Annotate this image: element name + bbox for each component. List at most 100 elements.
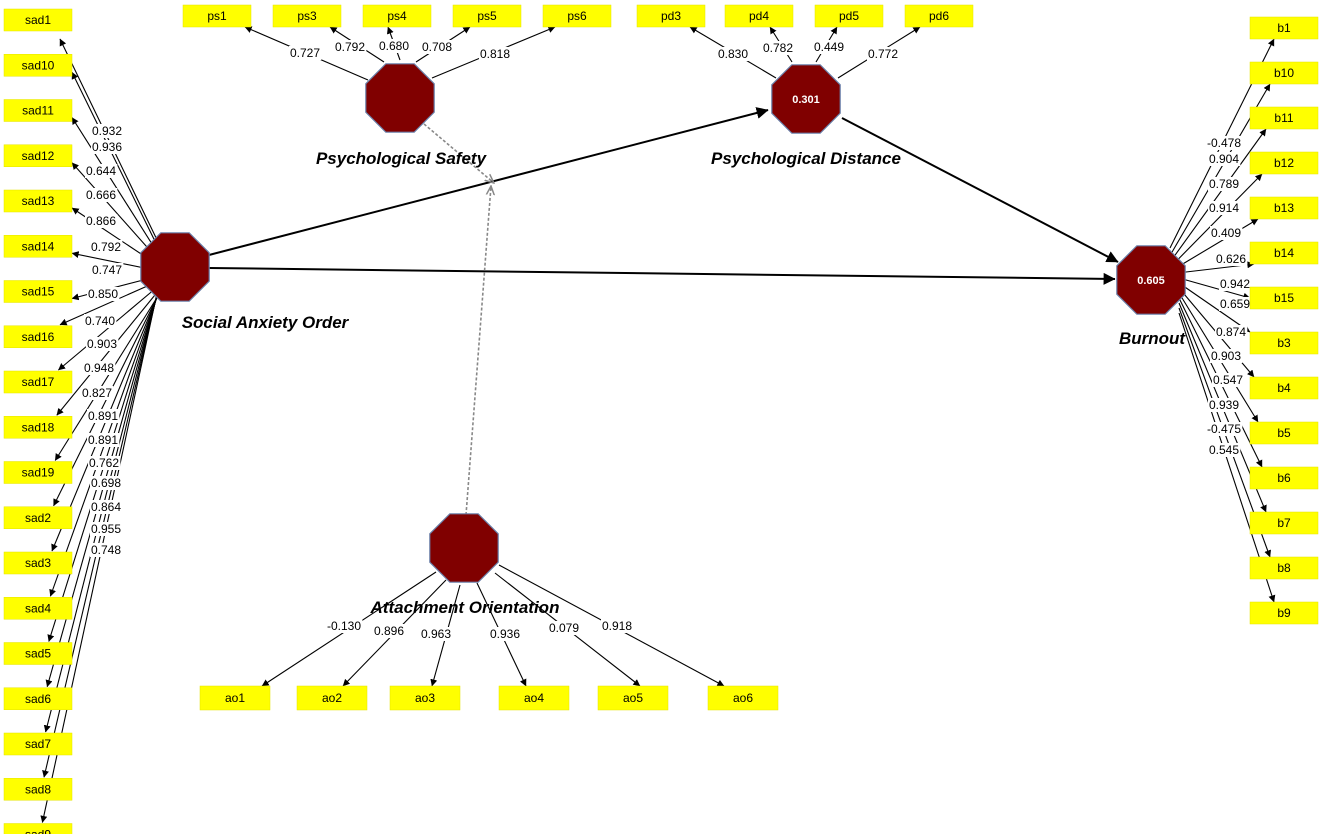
indicator-label: b7 bbox=[1277, 516, 1291, 530]
construct-social-anxiety-order[interactable]: Social Anxiety Order bbox=[140, 232, 350, 332]
indicator-pd4[interactable]: pd4 bbox=[724, 4, 794, 28]
indicator-label: b12 bbox=[1274, 156, 1294, 170]
indicator-box bbox=[3, 823, 73, 834]
loading-value-sad14: 0.792 bbox=[91, 240, 121, 254]
indicator-b3[interactable]: b3 bbox=[1249, 331, 1319, 355]
construct-burnout[interactable]: 0.605 Burnout bbox=[1116, 245, 1187, 348]
indicator-ao4[interactable]: ao4 bbox=[498, 685, 570, 711]
loading-line-sad16 bbox=[59, 280, 159, 326]
indicator-box bbox=[3, 642, 73, 665]
loading-value-bg bbox=[86, 433, 120, 447]
construct-shape bbox=[771, 64, 841, 134]
indicator-label: ps3 bbox=[297, 9, 317, 23]
loading-value-bg bbox=[488, 627, 522, 641]
indicator-box bbox=[1249, 196, 1319, 220]
loading-value-bg bbox=[333, 40, 367, 54]
indicator-label: b1 bbox=[1277, 21, 1291, 35]
loading-value-sad6: 0.698 bbox=[91, 476, 121, 490]
indicator-b13[interactable]: b13 bbox=[1249, 196, 1319, 220]
indicator-sad19[interactable]: sad19 bbox=[3, 461, 73, 484]
indicator-b4[interactable]: b4 bbox=[1249, 376, 1319, 400]
indicator-label: sad6 bbox=[25, 692, 51, 706]
indicator-sad12[interactable]: sad12 bbox=[3, 144, 73, 167]
indicator-sad18[interactable]: sad18 bbox=[3, 416, 73, 439]
indicator-box bbox=[1249, 376, 1319, 400]
construct-shape bbox=[140, 232, 210, 302]
loading-value-b1: -0.478 bbox=[1207, 136, 1241, 150]
construct-psychological-distance[interactable]: 0.301 Psychological Distance bbox=[711, 64, 901, 168]
path-sao-to-burnout bbox=[208, 267, 1116, 285]
loading-line-b13 bbox=[1175, 218, 1259, 269]
indicator-sad3[interactable]: sad3 bbox=[3, 551, 73, 575]
indicator-box bbox=[1249, 331, 1319, 355]
indicator-b14[interactable]: b14 bbox=[1249, 241, 1319, 265]
indicator-ao3[interactable]: ao3 bbox=[389, 685, 461, 711]
loading-line-b15 bbox=[1178, 277, 1251, 300]
loading-value-pd4: 0.782 bbox=[763, 41, 793, 55]
indicator-box bbox=[362, 4, 432, 28]
loading-value-sad5: 0.762 bbox=[89, 456, 119, 470]
indicator-ao2[interactable]: ao2 bbox=[296, 685, 368, 711]
loading-value-bg bbox=[600, 619, 634, 633]
indicator-ps5[interactable]: ps5 bbox=[452, 4, 522, 28]
indicator-box bbox=[1249, 16, 1319, 40]
loading-value-bg bbox=[90, 140, 124, 154]
indicator-pd3[interactable]: pd3 bbox=[636, 4, 706, 28]
indicator-sad5[interactable]: sad5 bbox=[3, 642, 73, 665]
indicator-ao6[interactable]: ao6 bbox=[707, 685, 779, 711]
indicator-ao1[interactable]: ao1 bbox=[199, 685, 271, 711]
indicator-box bbox=[296, 685, 368, 711]
construct-attachment-orientation[interactable]: Attachment Orientation bbox=[370, 513, 560, 617]
indicator-b1[interactable]: b1 bbox=[1249, 16, 1319, 40]
indicator-ao5[interactable]: ao5 bbox=[597, 685, 669, 711]
indicator-b7[interactable]: b7 bbox=[1249, 511, 1319, 535]
indicator-sad7[interactable]: sad7 bbox=[3, 732, 73, 756]
loading-value-bg bbox=[87, 456, 121, 470]
indicator-box bbox=[1249, 556, 1319, 580]
loading-value-bg bbox=[1207, 152, 1241, 166]
indicator-sad9[interactable]: sad9 bbox=[3, 823, 73, 834]
indicator-ps4[interactable]: ps4 bbox=[362, 4, 432, 28]
indicator-sad1[interactable]: sad1 bbox=[3, 8, 73, 32]
indicator-ps1[interactable]: ps1 bbox=[182, 4, 252, 28]
construct-psychological-safety[interactable]: Psychological Safety bbox=[316, 63, 488, 168]
loading-value-bg bbox=[90, 124, 124, 138]
loading-value-b11: 0.789 bbox=[1209, 177, 1239, 191]
indicator-b12[interactable]: b12 bbox=[1249, 151, 1319, 175]
indicator-sad6[interactable]: sad6 bbox=[3, 687, 73, 710]
indicator-box bbox=[1249, 241, 1319, 265]
indicator-sad16[interactable]: sad16 bbox=[3, 325, 73, 348]
indicator-b11[interactable]: b11 bbox=[1249, 106, 1319, 130]
indicator-pd6[interactable]: pd6 bbox=[904, 4, 974, 28]
indicator-sad14[interactable]: sad14 bbox=[3, 235, 73, 258]
loading-value-bg bbox=[86, 409, 120, 423]
indicator-ps3[interactable]: ps3 bbox=[272, 4, 342, 28]
indicator-box bbox=[3, 778, 73, 801]
indicator-sad8[interactable]: sad8 bbox=[3, 778, 73, 801]
indicator-b5[interactable]: b5 bbox=[1249, 421, 1319, 445]
indicator-pd5[interactable]: pd5 bbox=[814, 4, 884, 28]
indicator-b8[interactable]: b8 bbox=[1249, 556, 1319, 580]
indicator-box bbox=[1249, 286, 1319, 310]
indicator-label: sad3 bbox=[25, 556, 51, 570]
indicator-ps6[interactable]: ps6 bbox=[542, 4, 612, 28]
indicator-sad13[interactable]: sad13 bbox=[3, 189, 73, 213]
indicator-sad10[interactable]: sad10 bbox=[3, 54, 73, 77]
indicator-box bbox=[636, 4, 706, 28]
loading-line-sad19 bbox=[54, 295, 159, 461]
indicator-label: b10 bbox=[1274, 66, 1294, 80]
indicator-sad11[interactable]: sad11 bbox=[3, 99, 73, 122]
loading-line-b11 bbox=[1172, 128, 1267, 259]
indicator-sad15[interactable]: sad15 bbox=[3, 280, 73, 303]
indicator-b15[interactable]: b15 bbox=[1249, 286, 1319, 310]
indicator-sad4[interactable]: sad4 bbox=[3, 597, 73, 620]
indicator-b6[interactable]: b6 bbox=[1249, 466, 1319, 490]
loading-value-sad9: 0.748 bbox=[91, 543, 121, 557]
loading-value-bg bbox=[547, 621, 581, 635]
indicator-sad17[interactable]: sad17 bbox=[3, 370, 73, 394]
loading-value-bg bbox=[1218, 297, 1252, 311]
indicator-b9[interactable]: b9 bbox=[1249, 601, 1319, 625]
indicator-b10[interactable]: b10 bbox=[1249, 61, 1319, 85]
indicator-sad2[interactable]: sad2 bbox=[3, 506, 73, 529]
